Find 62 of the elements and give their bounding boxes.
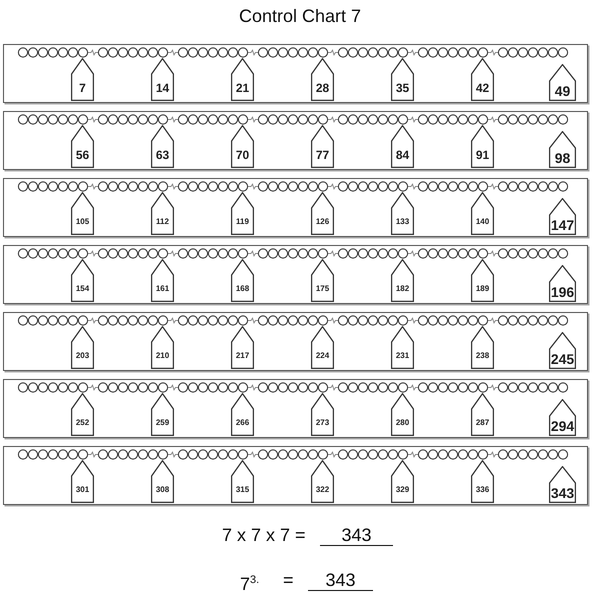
number-tag: 77 bbox=[311, 124, 334, 168]
number-tag: 63 bbox=[151, 124, 174, 168]
chain-panel bbox=[3, 446, 588, 505]
number-tag: 42 bbox=[471, 58, 494, 100]
answer-field: 343 bbox=[308, 570, 373, 591]
number-tag: 28 bbox=[311, 58, 334, 100]
number-tag: 315 bbox=[231, 460, 254, 502]
number-tag: 84 bbox=[391, 124, 414, 168]
number-tag: 112 bbox=[151, 192, 174, 234]
equation-text: 7 x 7 x 7 = bbox=[222, 525, 306, 545]
number-tag: 322 bbox=[311, 460, 334, 502]
number-tag: 161 bbox=[151, 258, 174, 302]
number-tag: 245 bbox=[549, 332, 576, 368]
number-tag: 280 bbox=[391, 392, 414, 436]
number-tag: 238 bbox=[471, 326, 494, 368]
number-tag: 203 bbox=[71, 326, 94, 368]
number-tag: 119 bbox=[231, 192, 254, 234]
number-tag: 189 bbox=[471, 258, 494, 302]
number-tag: 105 bbox=[71, 192, 94, 234]
number-tag: 210 bbox=[151, 326, 174, 368]
number-tag: 35 bbox=[391, 58, 414, 100]
power-expression: 7$^{3.}$ bbox=[240, 573, 260, 594]
equals-sign: = bbox=[283, 570, 294, 590]
number-tag: 133 bbox=[391, 192, 414, 234]
number-tag: 98 bbox=[549, 130, 576, 168]
number-tag: 308 bbox=[151, 460, 174, 502]
number-tag: 196 bbox=[549, 264, 576, 302]
answer-field: 343 bbox=[320, 525, 393, 546]
number-tag: 70 bbox=[231, 124, 254, 168]
chain-panel bbox=[3, 44, 588, 103]
number-tag: 21 bbox=[231, 58, 254, 100]
number-tag: 273 bbox=[311, 392, 334, 436]
number-tag: 301 bbox=[71, 460, 94, 502]
chain-panel bbox=[3, 111, 588, 170]
number-tag: 154 bbox=[71, 258, 94, 302]
number-tag: 287 bbox=[471, 392, 494, 436]
number-tag: 231 bbox=[391, 326, 414, 368]
number-tag: 7 bbox=[71, 58, 94, 100]
number-tag: 91 bbox=[471, 124, 494, 168]
number-tag: 56 bbox=[71, 124, 94, 168]
number-tag: 224 bbox=[311, 326, 334, 368]
number-tag: 147 bbox=[549, 198, 576, 234]
chain-panel bbox=[3, 379, 588, 438]
number-tag: 266 bbox=[231, 392, 254, 436]
chain-panel bbox=[3, 178, 588, 237]
number-tag: 294 bbox=[549, 398, 576, 436]
chain-panel bbox=[3, 312, 588, 371]
number-tag: 259 bbox=[151, 392, 174, 436]
number-tag: 217 bbox=[231, 326, 254, 368]
number-tag: 126 bbox=[311, 192, 334, 234]
number-tag: 252 bbox=[71, 392, 94, 436]
number-tag: 14 bbox=[151, 58, 174, 100]
number-tag: 182 bbox=[391, 258, 414, 302]
number-tag: 168 bbox=[231, 258, 254, 302]
number-tag: 140 bbox=[471, 192, 494, 234]
number-tag: 175 bbox=[311, 258, 334, 302]
number-tag: 343 bbox=[549, 466, 576, 502]
number-tag: 49 bbox=[549, 64, 576, 100]
chart-title: Control Chart 7 bbox=[238, 5, 362, 27]
number-tag: 329 bbox=[391, 460, 414, 502]
number-tag: 336 bbox=[471, 460, 494, 502]
chain-panel bbox=[3, 245, 588, 304]
